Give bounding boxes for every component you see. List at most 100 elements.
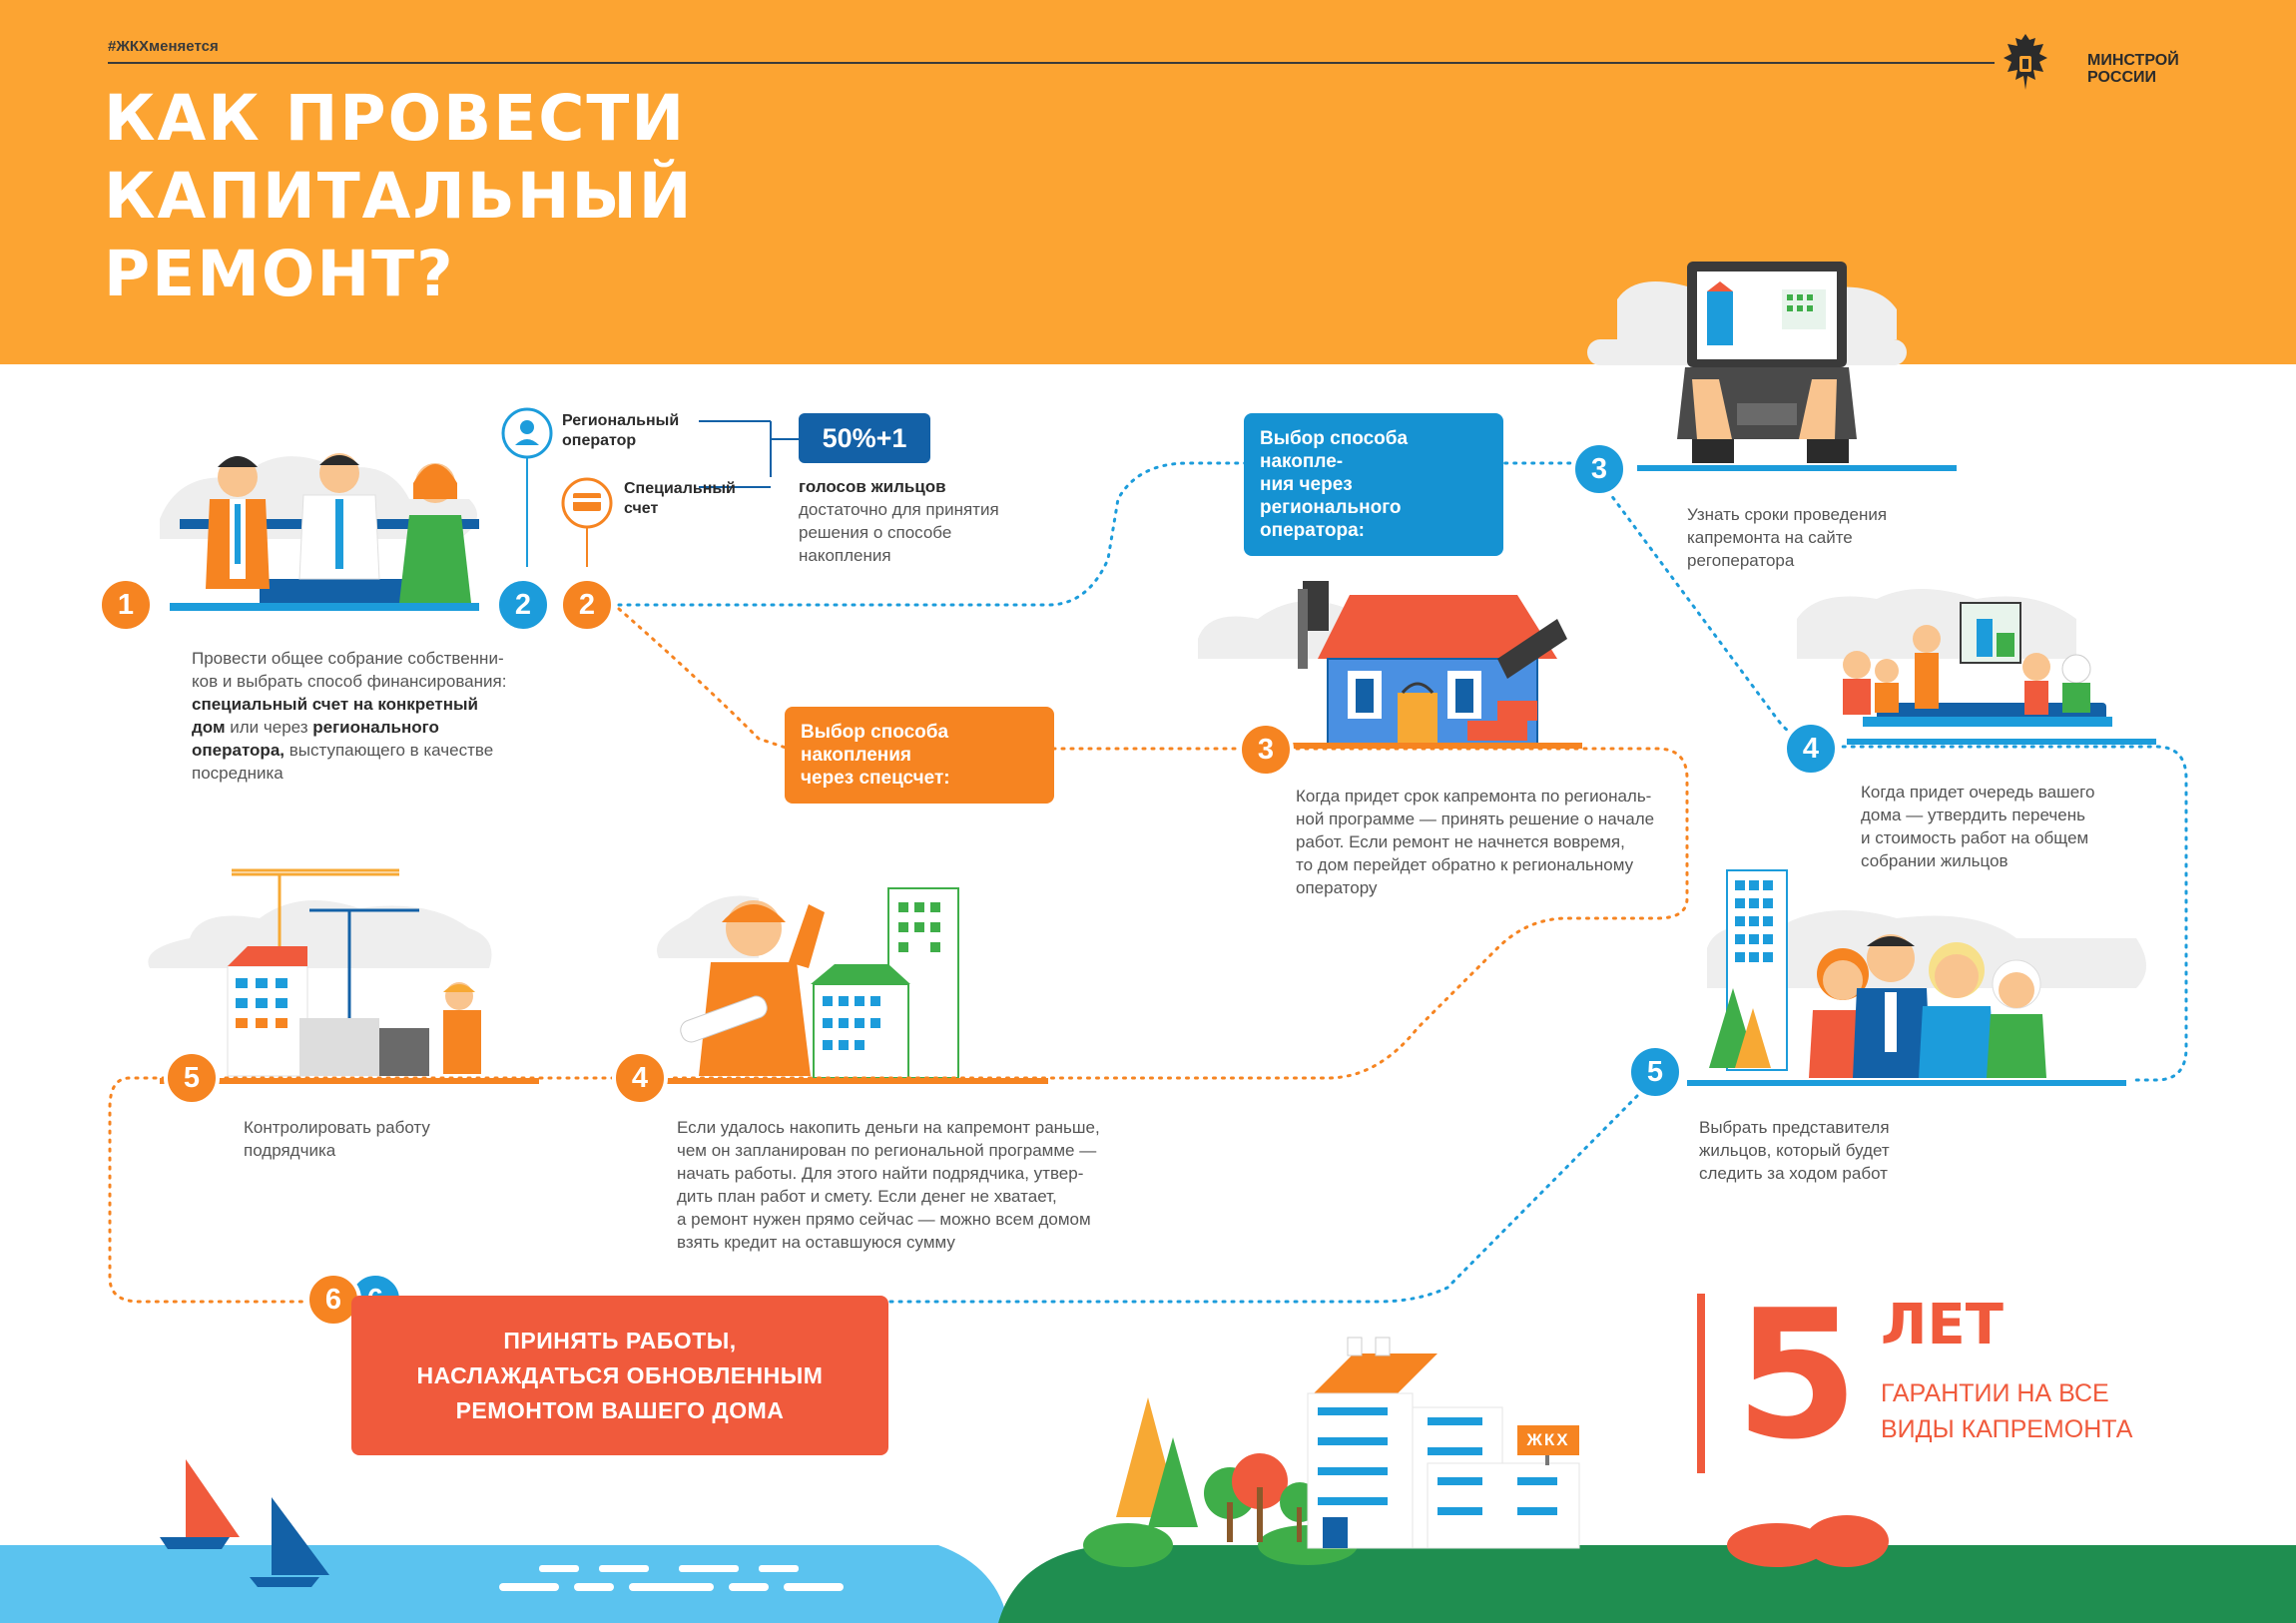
step-line: Контролировать работу (244, 1118, 430, 1137)
header-divider (108, 62, 1995, 64)
step-badge-2-orange: 2 (559, 577, 615, 633)
step-badge-3-orange: 3 (1238, 722, 1294, 778)
step-line: дить план работ и смету. Если денег не х… (677, 1187, 1057, 1206)
title-line: КАК ПРОВЕСТИ (104, 82, 687, 155)
step-1-plain: выступающего в качестве (285, 741, 494, 760)
eagle-emblem-icon (2004, 34, 2047, 90)
step-line: Выбрать представителя (1699, 1118, 1890, 1137)
step-line: и стоимость работ на общем (1861, 828, 2089, 847)
step-line: дома — утвердить перечень (1861, 806, 2085, 824)
title-line: КАПИТАЛЬНЫЙ (104, 160, 694, 233)
connector-lines (699, 420, 799, 488)
step-1-bold: специальный счет на конкретный (192, 695, 478, 714)
votes-line: достаточно для принятия (799, 500, 999, 519)
step-3-orange-text: Когда придет срок капремонта по регионал… (1296, 785, 1665, 899)
step-badge-1: 1 (98, 577, 154, 633)
regional-line: оператор (562, 432, 637, 449)
special-account-icon (561, 477, 613, 567)
special-line: счет (624, 500, 659, 517)
final-line: НАСЛАЖДАТЬСЯ ОБНОВЛЕННЫМ (416, 1361, 824, 1388)
step-line: работ. Если ремонт не начнется вовремя, (1296, 832, 1625, 851)
callout-line: Выбор способа (801, 722, 949, 743)
callout-regional-operator: Выбор способа накопле- ния через региона… (1244, 413, 1503, 556)
step-line: собрании жильцов (1861, 851, 2009, 870)
callout-line: ния через регионального (1260, 474, 1402, 518)
step-line: следить за ходом работ (1699, 1164, 1888, 1183)
step-line: Когда придет срок капремонта по регионал… (1296, 787, 1652, 806)
final-line: ПРИНЯТЬ РАБОТЫ, (503, 1327, 737, 1353)
step-line: регоператора (1687, 551, 1795, 570)
water-waves (499, 1565, 844, 1591)
guarantee-unit: ЛЕТ (1881, 1293, 2004, 1357)
construction-illustration (148, 868, 539, 1084)
callout-line: накопления (801, 745, 912, 766)
step-4-blue-text: Когда придет очередь вашего дома — утвер… (1861, 781, 2120, 872)
bottom-house (1307, 1337, 1580, 1549)
family-representative-illustration (1687, 869, 2146, 1086)
callout-line: Выбор способа накопле- (1260, 428, 1409, 472)
guarantee-number: 5 (1735, 1272, 1859, 1478)
ministry-name: МИНСТРОЙ РОССИИ (2087, 52, 2179, 86)
votes-label: голосов жильцов (799, 477, 946, 496)
final-step-box: ПРИНЯТЬ РАБОТЫ, НАСЛАЖДАТЬСЯ ОБНОВЛЕННЫМ… (351, 1296, 888, 1455)
step-1-bold: оператора, (192, 741, 285, 760)
step-badge-3-blue: 3 (1571, 441, 1627, 497)
ministry-logo: МИНСТРОЙ РОССИИ (2002, 30, 2221, 100)
housing-sign: ЖКХ (1526, 1430, 1570, 1449)
special-account-label: Специальный счет (624, 479, 736, 519)
regional-line: Региональный (562, 412, 680, 429)
page-title: КАК ПРОВЕСТИ КАПИТАЛЬНЫЙ РЕМОНТ? (104, 80, 862, 313)
meeting-illustration (160, 453, 479, 611)
step-badge-5-blue: 5 (1627, 1044, 1683, 1100)
hashtag: #ЖКХменяется (108, 38, 219, 55)
step-1-bold: дом (192, 718, 226, 737)
grass-area (998, 1545, 2296, 1623)
step-1-bold: регионального (312, 718, 439, 737)
step-line: подрядчика (244, 1141, 336, 1160)
percent-badge: 50%+1 (799, 413, 930, 463)
step-4-orange-text: Если удалось накопить деньги на капремон… (677, 1116, 1116, 1254)
step-line: Когда придет очередь вашего (1861, 783, 2095, 802)
votes-line: накопления (799, 546, 891, 565)
votes-note: голосов жильцов достаточно для принятия … (799, 475, 1018, 567)
step-1-line: ков и выбрать способ финансирования: (192, 672, 507, 691)
step-line: ной программе — принять решение о начале (1296, 810, 1655, 828)
laptop-illustration (1587, 262, 1957, 471)
callout-special-account: Выбор способа накопления через спецсчет: (785, 707, 1054, 804)
step-5-blue-text: Выбрать представителя жильцов, который б… (1699, 1116, 1959, 1185)
step-1-text: Провести общее собрание собственни- ков … (192, 647, 571, 785)
regional-operator-icon (501, 407, 553, 567)
logo-line: МИНСТРОЙ (2087, 52, 2179, 69)
step-badge-4-orange: 4 (612, 1050, 668, 1106)
step-badge-4-blue: 4 (1783, 721, 1839, 777)
callout-line: оператора: (1260, 520, 1365, 541)
step-1-plain: или через (225, 718, 313, 737)
step-badge-5-orange: 5 (164, 1050, 220, 1106)
callout-line: через спецсчет: (801, 768, 950, 789)
step-line: Узнать сроки проведения (1687, 505, 1888, 524)
step-badge-2-blue: 2 (495, 577, 551, 633)
final-line: РЕМОНТОМ ВАШЕГО ДОМА (455, 1396, 785, 1423)
step-1-line: посредника (192, 764, 284, 783)
step-line: то дом перейдет обратно к региональному (1296, 855, 1634, 874)
votes-line: решения о способе (799, 523, 952, 542)
logo-line: РОССИИ (2087, 69, 2157, 86)
step-line: оператору (1296, 878, 1378, 897)
guarantee-bar (1697, 1294, 1705, 1473)
house-repair-illustration (1198, 581, 1582, 749)
bottom-trees (1083, 1397, 1889, 1567)
regional-operator-label: Региональный оператор (562, 411, 679, 451)
step-line: чем он запланирован по региональной прог… (677, 1141, 1097, 1160)
sailboat-icon (160, 1459, 329, 1587)
header-banner (0, 0, 2296, 364)
step-line: жильцов, который будет (1699, 1141, 1890, 1160)
step-3-blue-text: Узнать сроки проведения капремонта на са… (1687, 503, 1947, 572)
worker-illustration (639, 887, 1048, 1084)
guarantee-subtitle: ГАРАНТИИ НА ВСЕ ВИДЫ КАПРЕМОНТА (1881, 1375, 2132, 1447)
special-line: Специальный (624, 480, 736, 497)
guarantee-line: ГАРАНТИИ НА ВСЕ (1881, 1379, 2109, 1407)
step-line: капремонта на сайте (1687, 528, 1853, 547)
path-orange (108, 607, 1689, 1304)
step-line: взять кредит на оставшуюся сумму (677, 1233, 955, 1252)
